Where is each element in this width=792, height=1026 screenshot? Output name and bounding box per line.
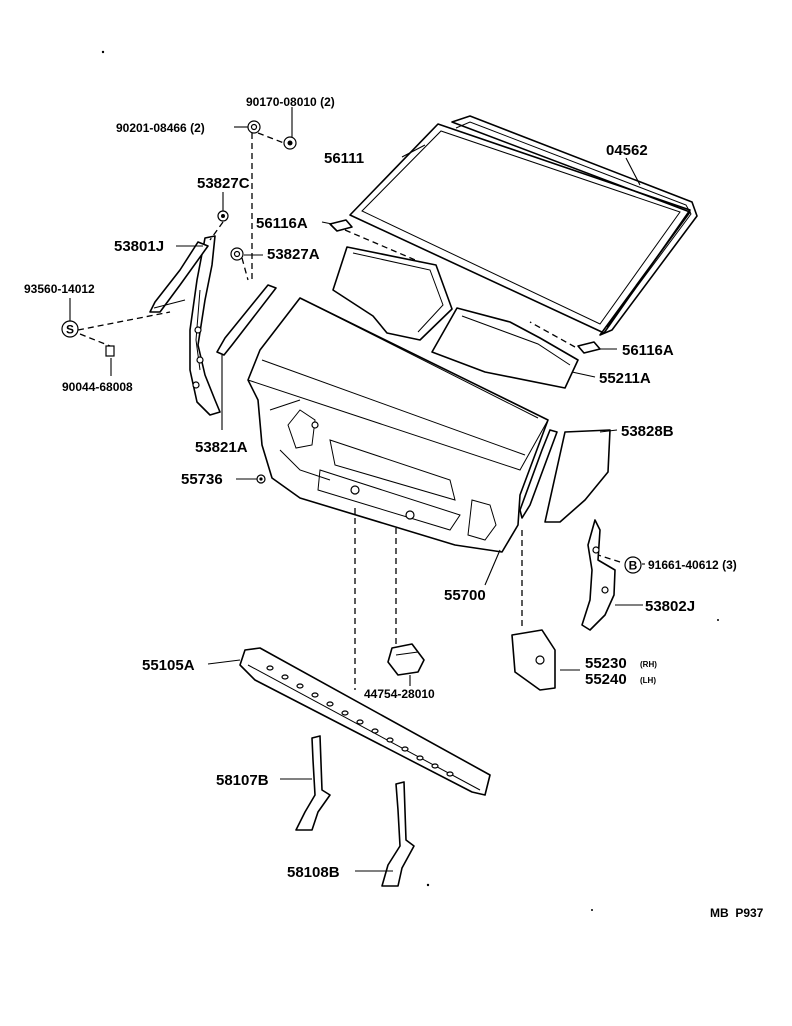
clip-55736-shape — [256, 474, 266, 484]
label-90170-08010: 90170-08010 (2) — [246, 95, 335, 109]
label-90201-08466: 90201-08466 (2) — [116, 121, 205, 135]
clip-56116a-right-shape — [577, 341, 601, 354]
nut-90170-shape — [283, 136, 297, 150]
label-91661-40612: 91661-40612 (3) — [648, 558, 737, 572]
leader-lines — [69, 107, 645, 872]
screw-90044-shape — [105, 345, 115, 357]
s-symbol: S — [61, 320, 79, 338]
label-55700: 55700 — [444, 587, 486, 604]
label-55230-side: (RH) — [640, 660, 657, 669]
label-58108b: 58108B — [287, 864, 340, 881]
brace-58108b-shape — [381, 781, 415, 887]
label-90044-68008: 90044-68008 — [62, 380, 133, 394]
right-seal-shape — [519, 429, 558, 519]
s-symbol-letter: S — [66, 323, 74, 337]
label-58107b: 58107B — [216, 772, 269, 789]
label-55211a: 55211A — [599, 370, 651, 387]
label-53821a: 53821A — [195, 439, 248, 456]
label-44754-28010: 44754-28010 — [364, 687, 435, 701]
clip-53827a-shape — [230, 247, 244, 261]
weatherstrip-shape — [451, 115, 698, 336]
clip-53827c-shape — [217, 210, 229, 222]
label-93560-14012: 93560-14012 — [24, 282, 95, 296]
label-56116a-right: 56116A — [622, 342, 674, 359]
page-code: MB P937 — [710, 906, 764, 920]
right-pillar-shape — [581, 519, 616, 631]
label-55736: 55736 — [181, 471, 223, 488]
left-garnish-shape — [216, 284, 277, 356]
cross-member-holes — [266, 665, 454, 777]
cowl-panel-shape — [247, 297, 549, 553]
label-56111: 56111 — [324, 150, 364, 167]
dash-panel-right-shape — [431, 307, 579, 389]
washer-90201-shape — [247, 120, 261, 134]
label-56116a-top: 56116A — [256, 215, 308, 232]
clip-44754-shape — [387, 643, 425, 676]
cross-member-shape — [239, 647, 491, 796]
brace-58107b-shape — [295, 735, 331, 831]
bracket-55230-shape — [511, 629, 556, 691]
label-04562: 04562 — [606, 142, 648, 159]
label-53828b: 53828B — [621, 423, 674, 440]
label-53827c: 53827C — [197, 175, 250, 192]
dash-panel-left-shape — [332, 246, 453, 341]
label-55240-side: (LH) — [640, 676, 656, 685]
left-pillar-shape — [189, 235, 221, 416]
label-53802j: 53802J — [645, 598, 695, 615]
right-garnish-shape — [544, 429, 611, 523]
label-53827a: 53827A — [267, 246, 320, 263]
label-55105a: 55105A — [142, 657, 195, 674]
label-55230: 55230 — [585, 655, 627, 672]
windshield-glass-shape — [349, 123, 691, 334]
b-symbol-letter: B — [629, 559, 638, 573]
b-symbol: B — [624, 556, 642, 574]
left-seal-shape — [149, 241, 209, 313]
clip-56116a-top-shape — [329, 219, 353, 232]
label-53801j: 53801J — [114, 238, 164, 255]
label-55240: 55240 — [585, 671, 627, 688]
